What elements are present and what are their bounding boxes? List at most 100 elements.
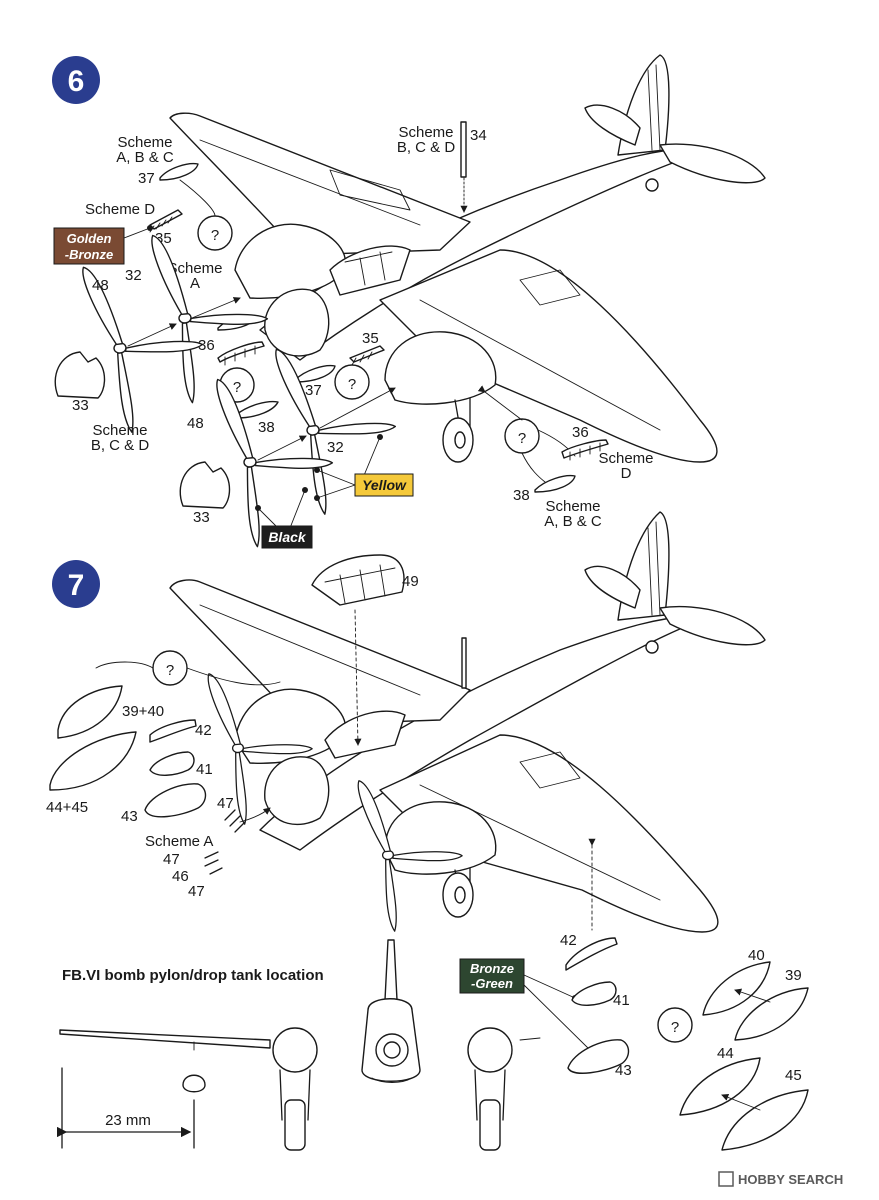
part-number: 38	[513, 487, 530, 504]
part-number: 32	[327, 439, 344, 456]
svg-text:?: ?	[348, 376, 356, 393]
part-41-bomb	[149, 751, 195, 776]
svg-text:?: ?	[211, 227, 219, 244]
part-46-47-cannon	[204, 851, 223, 875]
scheme-label: A	[190, 275, 200, 292]
spinner-33	[54, 351, 106, 399]
spinner-33	[179, 461, 231, 509]
part-number: 48	[187, 415, 204, 432]
part-number: 34	[470, 127, 487, 144]
part-39-40-fairing	[57, 685, 123, 739]
step-7-number: 7	[68, 569, 85, 602]
scheme-label: Scheme	[92, 422, 147, 439]
part-number: 38	[258, 419, 275, 436]
part-38	[235, 400, 279, 419]
scheme-label: Scheme	[117, 134, 172, 151]
part-45-tank-half	[721, 1089, 809, 1151]
svg-text:Golden: Golden	[67, 231, 112, 246]
scheme-label: Scheme D	[85, 201, 155, 218]
dimension-label: 23 mm	[105, 1112, 151, 1129]
scheme-label: Scheme	[545, 498, 600, 515]
part-number: 42	[560, 932, 577, 949]
svg-text:Bronze: Bronze	[470, 961, 514, 976]
part-number: 40	[748, 947, 765, 964]
step-6-badge	[52, 56, 100, 104]
scheme-label: Scheme	[167, 260, 222, 277]
svg-text:?: ?	[518, 430, 526, 447]
color-tag-bronze-green: Bronze -Green	[459, 958, 525, 994]
scheme-label: Scheme A	[145, 833, 213, 850]
watermark-logo-icon	[718, 1171, 734, 1187]
part-number: 45	[785, 1067, 802, 1084]
step-6-number: 6	[68, 65, 85, 98]
part-43-drop-tank	[144, 783, 207, 818]
svg-text:?: ?	[233, 379, 241, 396]
color-tag-black: Black	[261, 525, 313, 549]
part-number: 33	[72, 397, 89, 414]
part-number: 42	[195, 722, 212, 739]
part-number: 48	[92, 277, 109, 294]
svg-text:Black: Black	[268, 529, 307, 545]
part-34-antenna	[460, 121, 467, 178]
color-tag-yellow: Yellow	[354, 473, 414, 497]
scheme-label: D	[621, 465, 632, 482]
part-number: 32	[125, 267, 142, 284]
part-number: 41	[613, 992, 630, 1009]
part-35	[349, 345, 385, 363]
fbvi-right-wheel	[479, 1099, 501, 1151]
scheme-label: Scheme	[398, 124, 453, 141]
part-number: 49	[402, 573, 419, 590]
svg-text:Yellow: Yellow	[362, 477, 407, 493]
part-37	[294, 364, 336, 383]
svg-text:-Bronze: -Bronze	[65, 247, 113, 262]
part-number: 35	[362, 330, 379, 347]
part-number: 47	[163, 851, 180, 868]
fbvi-wing	[59, 1029, 271, 1049]
part-number: 39+40	[122, 703, 164, 720]
part-number: 41	[196, 761, 213, 778]
part-47-cannon-barrels	[224, 809, 246, 833]
hobby-search-watermark: HOBBY SEARCH	[718, 1171, 843, 1187]
part-43-drop-tank	[567, 1039, 630, 1074]
step-7-badge	[52, 560, 100, 608]
scheme-label: Scheme	[598, 450, 653, 467]
part-44-45-drop-tank-fairing	[49, 731, 137, 791]
part-number: 43	[121, 808, 138, 825]
part-41-bomb	[571, 981, 617, 1006]
part-number: 37	[305, 382, 322, 399]
svg-text:?: ?	[671, 1019, 679, 1036]
svg-text:HOBBY SEARCH: HOBBY SEARCH	[738, 1172, 843, 1187]
query-badge	[657, 1007, 693, 1043]
part-number: 47	[188, 883, 205, 900]
fbvi-bomb-front	[182, 1074, 206, 1093]
part-36	[561, 439, 609, 459]
scheme-label: B, C & D	[91, 437, 150, 454]
fbvi-right-engine	[467, 1027, 513, 1073]
part-42-pylon	[149, 719, 197, 743]
step-6: 6	[52, 54, 766, 550]
part-number: 46	[172, 868, 189, 885]
part-number: 39	[785, 967, 802, 984]
part-40-fairing-half	[702, 961, 771, 1016]
part-number: 36	[198, 337, 215, 354]
fbvi-left-wheel	[284, 1099, 306, 1151]
part-number: 44+45	[46, 799, 88, 816]
part-38	[534, 474, 576, 493]
svg-text:-Green: -Green	[471, 976, 513, 991]
part-49-canopy	[311, 554, 405, 606]
part-42-pylon	[565, 937, 618, 971]
part-number: 36	[572, 424, 589, 441]
part-number: 47	[217, 795, 234, 812]
part-number: 33	[193, 509, 210, 526]
part-39-fairing-half	[734, 987, 809, 1041]
step-7: 7 49 ?	[46, 511, 809, 1151]
fbvi-title: FB.VI bomb pylon/drop tank location	[62, 967, 324, 984]
part-number: 43	[615, 1062, 632, 1079]
fbvi-front-view: FB.VI bomb pylon/drop tank location 23 m…	[56, 939, 541, 1151]
svg-text:?: ?	[166, 662, 174, 679]
dimension-extension-lines	[61, 1067, 195, 1149]
scheme-label: B, C & D	[397, 139, 456, 156]
part-37	[159, 162, 199, 181]
part-36	[217, 341, 265, 363]
